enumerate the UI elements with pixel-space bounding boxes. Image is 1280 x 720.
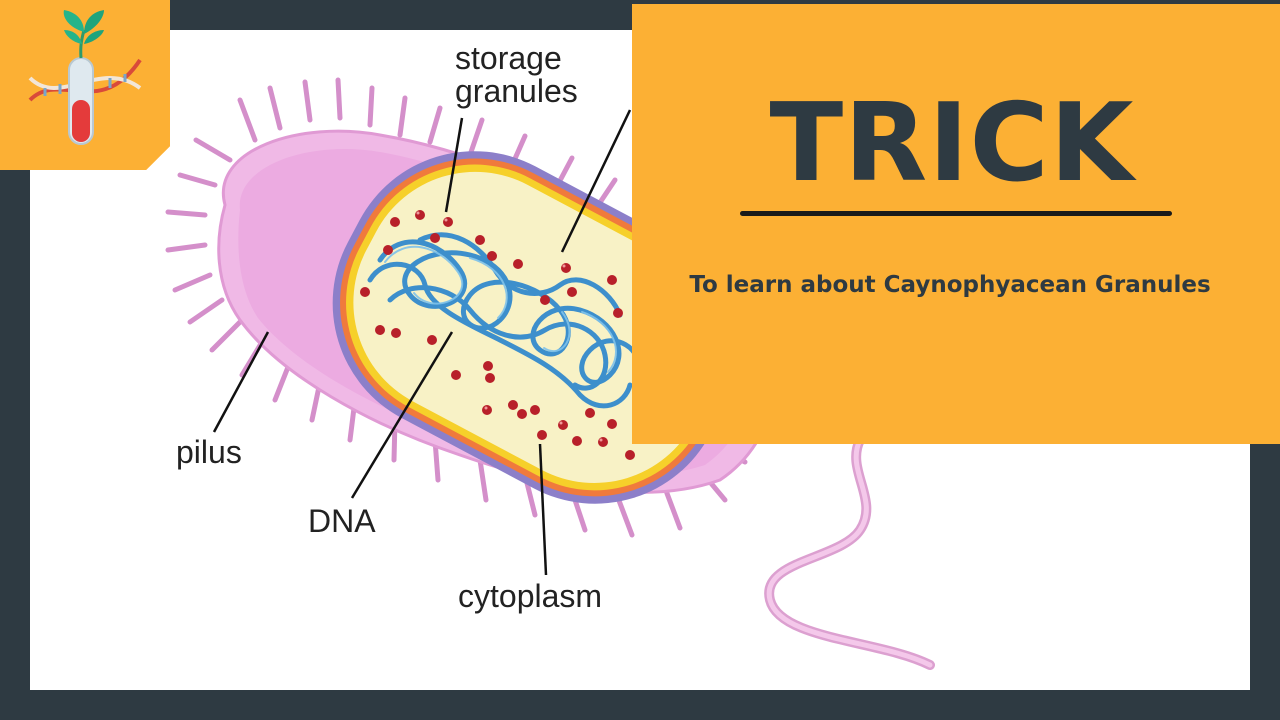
dna-strand <box>367 232 643 409</box>
leader-lines <box>212 109 632 576</box>
storage-granules <box>360 210 635 460</box>
title-card: TRICK To learn about Caynophyacean Granu… <box>632 4 1280 444</box>
plant-test-tube-dna-icon <box>28 10 142 145</box>
card-subtitle: To learn about Caynophyacean Granules <box>689 272 1211 298</box>
pili <box>165 77 748 538</box>
card-title: TRICK <box>769 81 1135 206</box>
flagellum <box>764 435 935 670</box>
label-pilus: pilus <box>176 434 242 470</box>
label-storage-line2: granules <box>455 73 578 109</box>
label-dna: DNA <box>308 503 376 539</box>
logo-badge <box>0 0 170 170</box>
label-storage: storage granules <box>455 42 578 108</box>
label-cytoplasm: cytoplasm <box>458 578 603 614</box>
title-divider <box>740 211 1172 216</box>
label-storage-line1: storage <box>455 40 562 76</box>
